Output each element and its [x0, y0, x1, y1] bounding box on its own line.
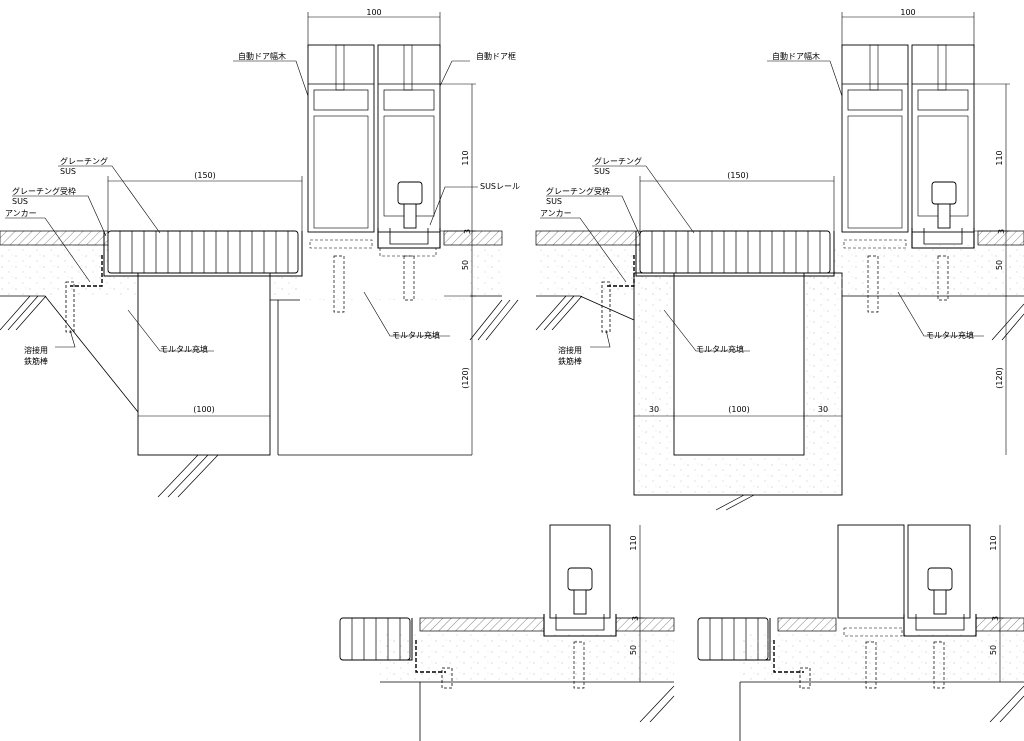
dim-grating-width-r: (150)	[727, 171, 749, 180]
label-anchor: アンカー	[5, 209, 37, 218]
dim-margin-right: 30	[818, 405, 828, 414]
detail-top-left: 100 (150) (100) 110 50 (120) 3 自動ドア幅木 自動…	[0, 8, 520, 498]
dim-rail-depth-r: 50	[995, 260, 1004, 270]
dim-pit-width: (100)	[193, 405, 215, 414]
dim-frame-height-r: 110	[995, 150, 1004, 165]
label-mortar-fill-rail: モルタル充填	[392, 330, 440, 340]
dim-rail-depth-br: 50	[989, 645, 998, 655]
dim-door-width-r: 100	[900, 8, 915, 17]
label-door-frame: 自動ドア框	[476, 51, 516, 61]
anchor	[70, 255, 103, 287]
floor-finish-right	[443, 230, 503, 246]
label-door-stile-r: 自動ドア幅木	[772, 51, 820, 61]
grating	[107, 230, 299, 274]
floor-finish-left	[0, 230, 109, 246]
label-welding-rebar-2: 鉄筋棒	[24, 356, 48, 366]
label-grating-r: グレーチング	[594, 156, 642, 166]
label-grating-support-material-r: SUS	[546, 197, 562, 206]
guide-roller	[397, 181, 423, 205]
dim-margin-left: 30	[649, 405, 659, 414]
label-welding-rebar-1: 溶接用	[24, 345, 48, 355]
dim-pit-depth: (120)	[461, 367, 470, 389]
detail-top-right: 100 (150) (100) 30 30 110 50 (120) 3 自動ド…	[535, 8, 1024, 511]
detail-bottom-left: 110 50 3	[339, 524, 675, 741]
dim-grating-width: (150)	[194, 171, 216, 180]
label-grating-support: グレーチング受枠	[12, 186, 76, 196]
grating-support-frame	[103, 231, 303, 277]
pit	[137, 272, 271, 456]
dim-offset-bl: 3	[631, 616, 640, 621]
pit-right	[673, 272, 805, 456]
label-mortar-fill-rail-r: モルタル充填	[926, 330, 974, 340]
label-welding-rebar-2-r: 鉄筋棒	[558, 356, 582, 366]
label-sus-rail: SUSレール	[480, 182, 520, 191]
dim-rail-depth-bl: 50	[629, 645, 638, 655]
label-grating-material: SUS	[60, 167, 76, 176]
label-mortar-fill-r: モルタル充填	[696, 344, 744, 354]
dim-frame-height-bl: 110	[629, 535, 638, 550]
dim-offset-r: 3	[997, 229, 1006, 234]
label-grating: グレーチング	[60, 156, 108, 166]
concrete-slab	[0, 245, 502, 300]
label-grating-material-r: SUS	[594, 167, 610, 176]
dim-offset-br: 3	[991, 616, 1000, 621]
dim-rail-depth: 50	[461, 260, 470, 270]
label-door-stile: 自動ドア幅木	[238, 51, 286, 61]
label-mortar-fill: モルタル充填	[160, 344, 208, 354]
dim-frame-height-br: 110	[989, 535, 998, 550]
rebar-anchor	[65, 281, 75, 333]
dim-pit-depth-r: (120)	[995, 367, 1004, 389]
label-anchor-r: アンカー	[540, 209, 572, 218]
sus-rail	[377, 228, 441, 249]
detail-bottom-right: 110 50 3	[697, 524, 1024, 741]
label-grating-support-material: SUS	[12, 197, 28, 206]
door-stile-left	[307, 44, 375, 233]
dim-frame-height: 110	[461, 150, 470, 165]
dim-offset: 3	[463, 229, 472, 234]
dim-pit-width-r: (100)	[728, 405, 750, 414]
label-welding-rebar-1-r: 溶接用	[558, 345, 582, 355]
dim-door-width: 100	[366, 8, 381, 17]
label-grating-support-r: グレーチング受枠	[546, 186, 610, 196]
